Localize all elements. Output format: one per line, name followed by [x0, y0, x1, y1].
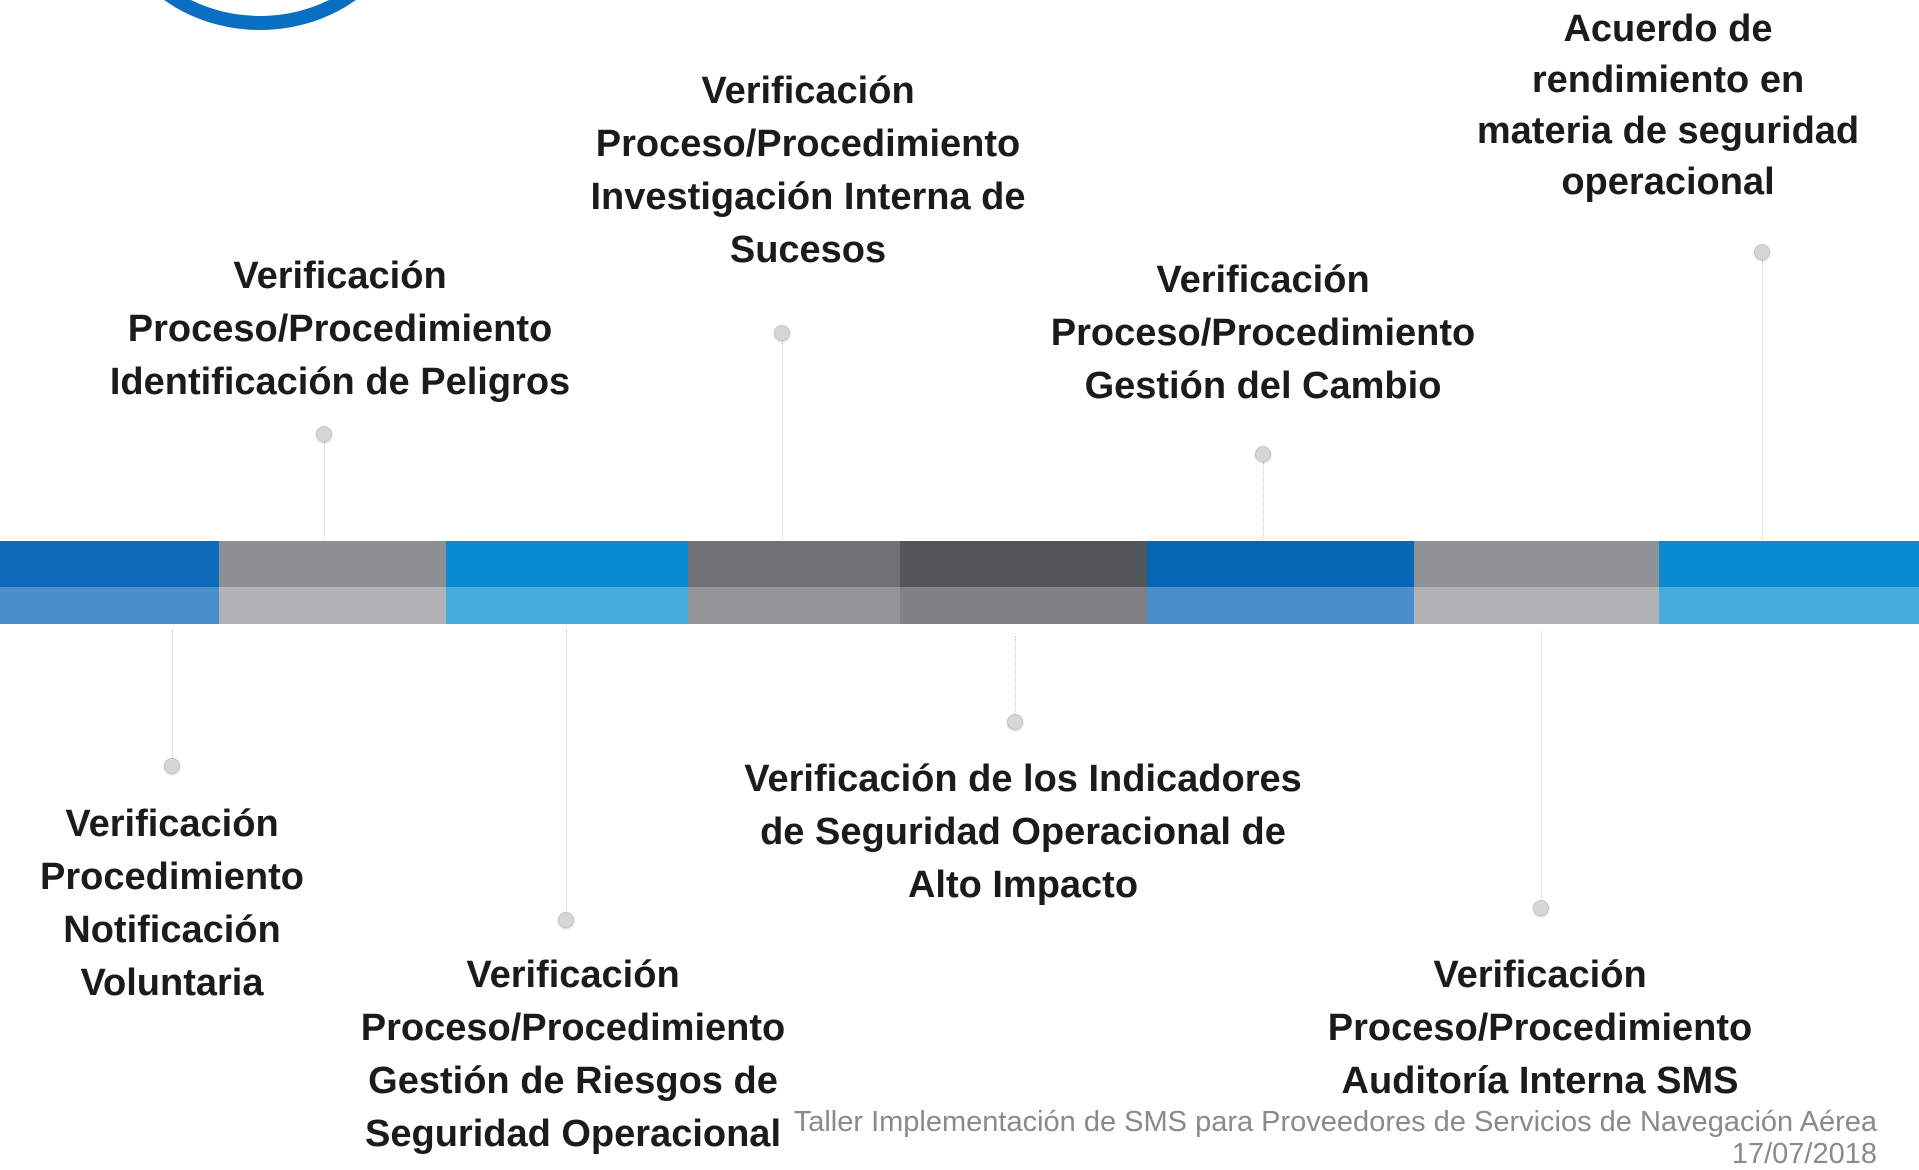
band-segment	[688, 587, 900, 624]
band-segment	[0, 541, 219, 587]
milestone-label-safety-indicators: Verificación de los Indicadores de Segur…	[744, 753, 1302, 912]
milestone-dot	[1754, 244, 1770, 260]
band-segment	[900, 587, 1147, 624]
label-line: Alto Impacto	[907, 864, 1139, 906]
milestone-label-voluntary-reporting: Verificación Procedimiento Notificación …	[40, 798, 304, 1010]
label-line: Verificación	[1433, 954, 1647, 996]
milestone-dot	[164, 758, 180, 774]
band-segment	[219, 587, 446, 624]
band-segment	[1147, 541, 1414, 587]
band-segment	[1659, 587, 1919, 624]
footer-date: 17/07/2018	[1731, 1138, 1877, 1170]
milestone-dot	[1255, 446, 1271, 462]
footer-title: Taller Implementación de SMS para Provee…	[793, 1106, 1877, 1138]
label-line: operacional	[1561, 161, 1775, 203]
footer: Taller Implementación de SMS para Provee…	[794, 1106, 1877, 1170]
band-segment	[688, 541, 900, 587]
milestone-label-internal-audit: Verificación Proceso/Procedimiento Audit…	[1328, 949, 1752, 1108]
label-line: Verificación	[701, 70, 915, 112]
milestone-dot	[316, 426, 332, 442]
connector-line	[1015, 636, 1016, 714]
connector-line	[566, 630, 567, 914]
band-segment	[1147, 587, 1414, 624]
milestone-label-change-management: Verificación Proceso/Procedimiento Gesti…	[1051, 254, 1475, 413]
label-line: materia de seguridad	[1476, 110, 1860, 152]
band-segment	[219, 541, 446, 587]
label-line: Gestión del Cambio	[1084, 365, 1442, 407]
label-line: Notificación	[63, 909, 281, 951]
connector-line	[324, 442, 325, 540]
label-line: Procedimiento	[40, 856, 304, 898]
label-line: de Seguridad Operacional de	[760, 811, 1286, 853]
milestone-dot	[1533, 900, 1549, 916]
label-line: Verificación	[466, 954, 680, 996]
connector-line	[172, 630, 173, 758]
milestone-label-safety-performance-agreement: Acuerdo de rendimiento en materia de seg…	[1477, 4, 1859, 208]
connector-line	[782, 341, 783, 540]
label-line: Gestión de Riesgos de	[368, 1060, 778, 1102]
label-line: Verificación de los Indicadores	[744, 758, 1302, 800]
label-line: Acuerdo de	[1563, 8, 1773, 50]
band-segment	[1414, 587, 1659, 624]
milestone-dot	[774, 325, 790, 341]
label-line: Verificación	[233, 255, 447, 297]
connector-line	[1762, 260, 1763, 540]
label-line: rendimiento en	[1531, 59, 1805, 101]
label-line: Proceso/Procedimiento	[1050, 312, 1476, 354]
milestone-label-internal-investigation: Verificación Proceso/Procedimiento Inves…	[591, 65, 1026, 277]
band-segment	[446, 541, 688, 587]
connector-line	[1263, 462, 1264, 540]
band-segment	[446, 587, 688, 624]
logo-arc	[110, 0, 410, 30]
milestone-label-hazard-identification: Verificación Proceso/Procedimiento Ident…	[110, 250, 570, 409]
band-segment	[1659, 541, 1919, 587]
timeline-band-bottom	[0, 587, 1919, 624]
connector-line	[1541, 630, 1542, 907]
label-line: Seguridad Operacional	[365, 1113, 781, 1155]
band-segment	[900, 541, 1147, 587]
label-line: Voluntaria	[80, 962, 264, 1004]
label-line: Identificación de Peligros	[109, 361, 571, 403]
label-line: Verificación	[65, 803, 279, 845]
label-line: Auditoría Interna SMS	[1341, 1060, 1739, 1102]
label-line: Verificación	[1156, 259, 1370, 301]
label-line: Sucesos	[729, 229, 887, 271]
label-line: Proceso/Procedimiento	[127, 308, 553, 350]
band-segment	[1414, 541, 1659, 587]
milestone-dot	[558, 912, 574, 928]
label-line: Investigación Interna de	[590, 176, 1026, 218]
timeline-band-top	[0, 541, 1919, 587]
band-segment	[0, 587, 219, 624]
label-line: Proceso/Procedimiento	[360, 1007, 786, 1049]
milestone-label-risk-management: Verificación Proceso/Procedimiento Gesti…	[361, 949, 785, 1161]
milestone-dot	[1007, 714, 1023, 730]
label-line: Proceso/Procedimiento	[1327, 1007, 1753, 1049]
label-line: Proceso/Procedimiento	[595, 123, 1021, 165]
